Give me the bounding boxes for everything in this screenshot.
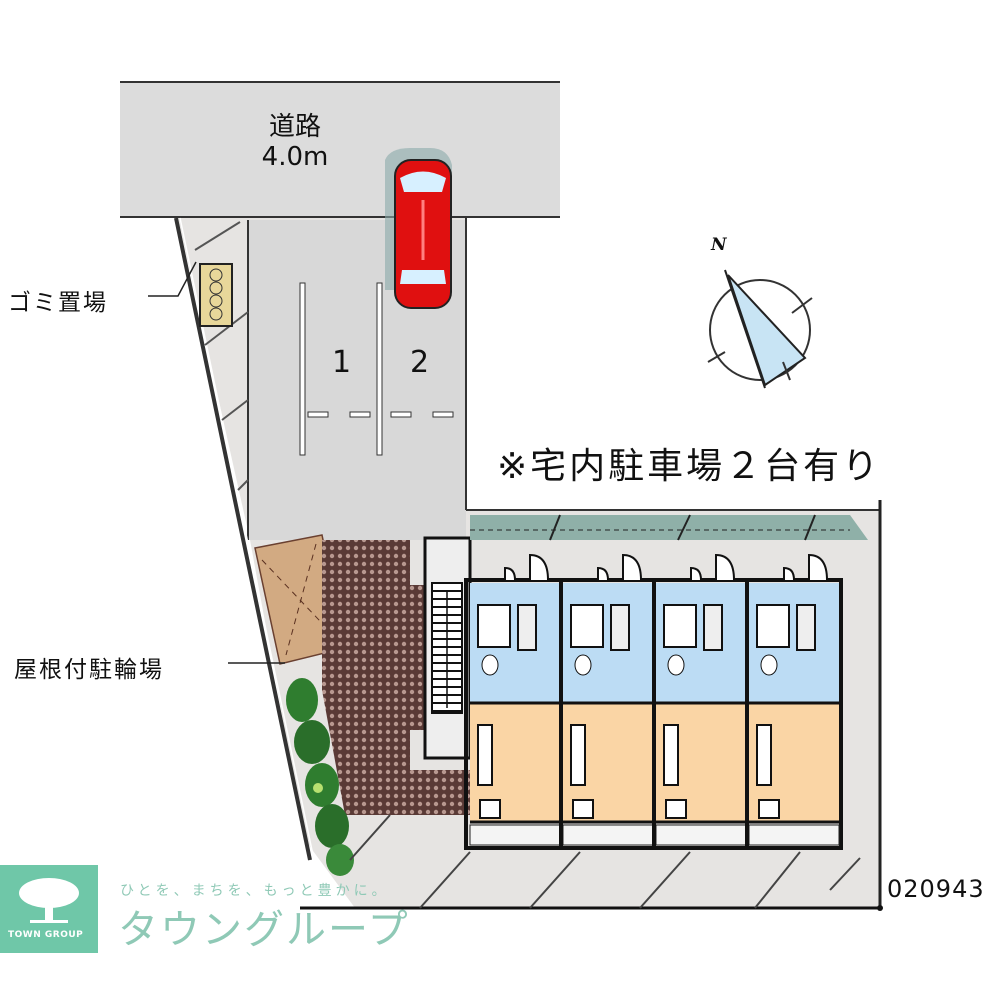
brand-name: タウングループ xyxy=(118,907,410,953)
brand-tagline: ひとを、まちを、もっと豊かに。 xyxy=(120,883,390,899)
road-name: 道路 xyxy=(268,112,321,142)
apartment-building xyxy=(464,553,843,850)
north-label: N xyxy=(711,235,727,255)
road-label: 道路 4.0m xyxy=(230,112,360,172)
parking-lines xyxy=(299,282,454,456)
parking-slot-1: 1 xyxy=(332,345,352,380)
south-driveway xyxy=(349,814,861,909)
staircase xyxy=(423,536,472,760)
parking-note: ※宅内駐車場２台有り xyxy=(497,446,882,487)
bicycle-parking-label: 屋根付駐輪場 xyxy=(14,657,164,683)
unit-3 xyxy=(655,553,747,846)
property-code: 020943 xyxy=(887,875,985,903)
unit-4 xyxy=(748,553,840,846)
garbage-area-label: ゴミ置場 xyxy=(8,290,108,316)
unit-1 xyxy=(469,553,561,846)
compass-icon xyxy=(707,269,813,389)
parking-slot-2: 2 xyxy=(410,345,430,380)
garbage-station xyxy=(148,261,233,327)
brick-paving xyxy=(322,540,470,815)
road xyxy=(120,81,560,218)
unit-2 xyxy=(562,553,654,846)
hedge xyxy=(228,662,354,876)
north-eave xyxy=(470,514,868,541)
car-icon xyxy=(385,148,452,309)
road-width: 4.0m xyxy=(261,142,329,172)
tree-logo-icon xyxy=(0,865,98,953)
logo-text: TOWN GROUP xyxy=(8,930,84,940)
